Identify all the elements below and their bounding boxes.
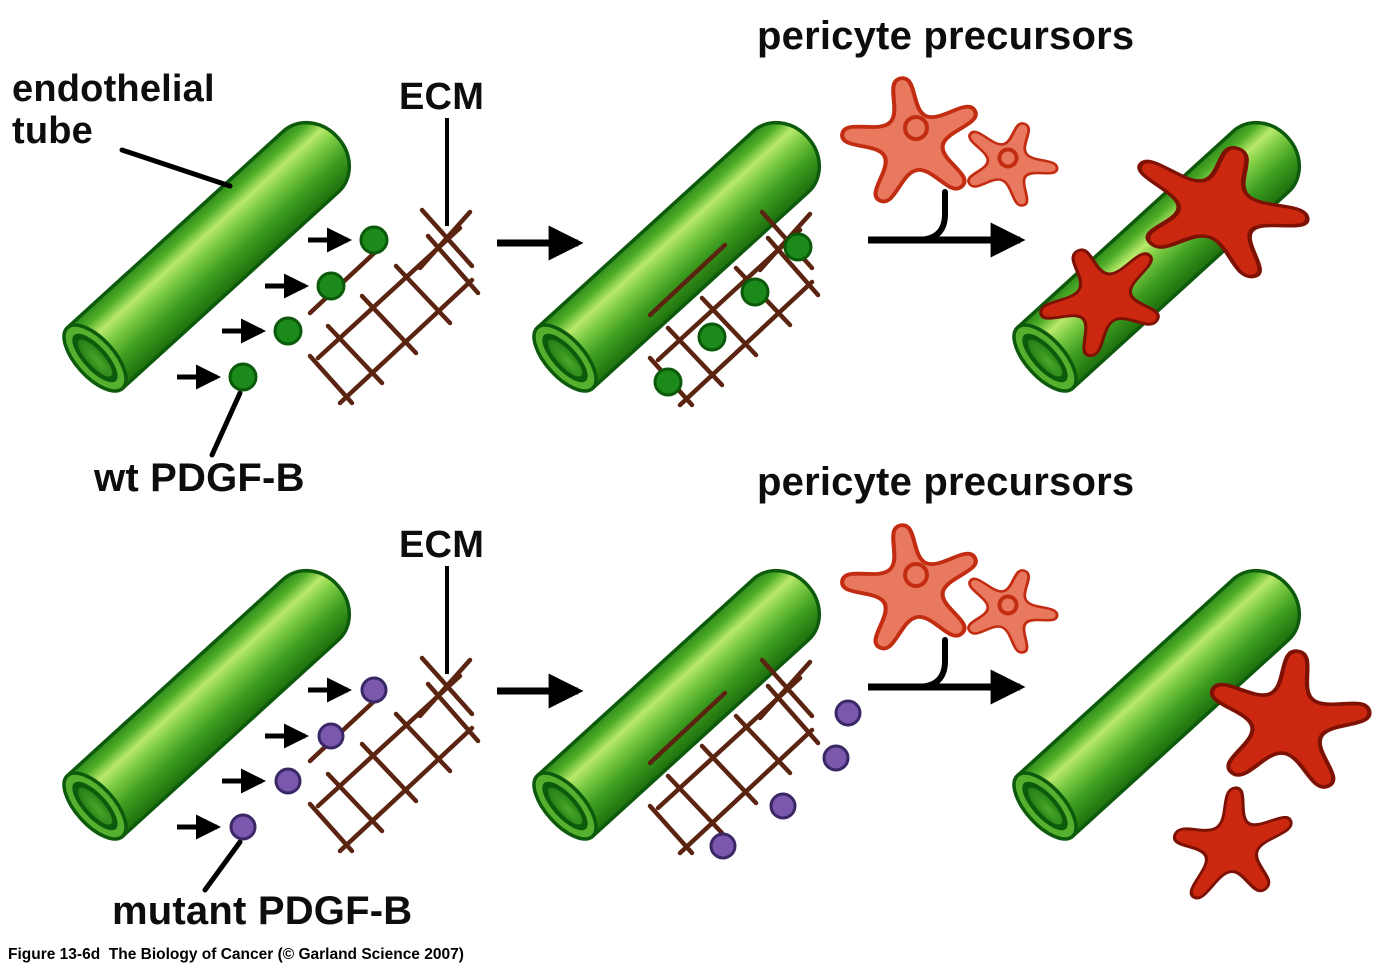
process-arrows [497, 222, 1026, 709]
pericyte-precursor-cells-top [834, 67, 1070, 215]
mutant-pdgf-dots-diffusing-away [709, 699, 862, 860]
cell-nucleus [903, 115, 929, 141]
wt-pdgf-molecule [316, 271, 346, 301]
mutant-pdgf-molecule [709, 832, 737, 860]
mutant-pdgf-molecule [229, 813, 257, 841]
wt-pdgf-molecule [653, 367, 683, 397]
mutant-pdgf-label: mutant PDGF-B [112, 889, 413, 933]
precursor-merge-connectors [914, 189, 948, 690]
mutant-pdgf-molecule [822, 744, 850, 772]
mutant-pdgf-molecule [317, 722, 345, 750]
cell-nucleus [903, 562, 929, 588]
pericyte-precursors-label-bottom: pericyte precursors [757, 460, 1135, 504]
secretion-arrows-bottom [177, 677, 353, 840]
endothelial-tube-label-line1: endothelial [12, 68, 215, 110]
cell-nucleus [997, 594, 1019, 616]
wt-pdgf-dots-secreted [228, 225, 389, 392]
wt-pdgf-molecule [740, 277, 770, 307]
pericyte-detached-cell [1153, 770, 1316, 929]
mutant-pdgf-molecule [769, 792, 797, 820]
wt-pdgf-molecule [273, 316, 303, 346]
pericyte-precursors-label-top: pericyte precursors [757, 14, 1135, 58]
endothelial-tube-label-line2: tube [12, 110, 94, 152]
pointer-lines [119, 147, 243, 893]
ecm-label-top: ECM [399, 76, 485, 118]
figure-caption: Figure 13-6d The Biology of Cancer (© Ga… [8, 946, 464, 963]
ecm-mesh-bottom-left [310, 658, 478, 851]
endothelial-tube-top-right [1001, 105, 1317, 403]
wt-pdgf-label: wt PDGF-B [94, 456, 305, 500]
wt-pdgf-molecule [228, 362, 258, 392]
mutant-pdgf-molecule [274, 767, 302, 795]
mutant-pdgf-pointer-line [202, 839, 243, 893]
wt-pdgf-dots-bound-to-ecm [653, 232, 813, 397]
cell-nucleus [997, 147, 1019, 169]
wt-pdgf-molecule [359, 225, 389, 255]
mutant-pdgf-molecule [360, 676, 388, 704]
mutant-pdgf-molecule [834, 699, 862, 727]
secretion-arrows-top [177, 227, 353, 390]
pericyte-precursor-cells-bottom [834, 514, 1070, 662]
precursor-merge-connector-top [914, 189, 948, 243]
endothelial-tube-pointer-line [119, 147, 233, 189]
ecm-label-bottom: ECM [399, 524, 485, 566]
mutant-pdgf-dots-secreted [229, 676, 388, 841]
wt-pdgf-pointer-line [209, 390, 243, 458]
precursor-merge-connector-bottom [914, 637, 948, 690]
wt-pdgf-molecule [783, 232, 813, 262]
wt-pdgf-molecule [697, 322, 727, 352]
